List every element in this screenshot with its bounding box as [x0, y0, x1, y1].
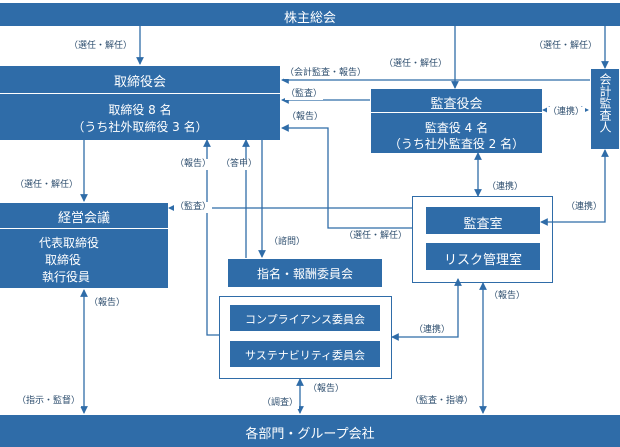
compliance-box: コンプライアンス委員会: [230, 305, 380, 331]
management-divider: [0, 228, 168, 229]
audit-office-frame: [412, 196, 553, 283]
audit-office-box: 監査室: [426, 207, 540, 234]
management-line1: 代表取締役: [38, 236, 99, 250]
accounting-auditor-text: 会計監査人: [598, 73, 612, 133]
sustainability-label: サステナビリティ委員会: [244, 349, 366, 362]
shareholders-label: 株主総会: [283, 11, 336, 26]
board-divider: [0, 93, 280, 94]
compliance-label: コンプライアンス委員会: [244, 313, 365, 326]
label-audit-guidance: （監査・指導）: [409, 396, 475, 407]
management-title: 経営会議: [57, 211, 110, 226]
label-coop-committee: （連携）: [413, 325, 452, 336]
label-elect-office: （選任・解任）: [343, 231, 409, 242]
label-elect-audit: （選任・解任）: [383, 59, 449, 70]
nomination-label: 指名・報酬委員会: [256, 267, 353, 281]
accounting-auditor-label: 会計監査人: [591, 73, 619, 136]
audit-board-members: 監査役 4 名: [424, 121, 489, 135]
management-line2: 取締役: [44, 253, 81, 267]
label-consult-reply: （答申）: [220, 159, 259, 170]
board-members: 取締役 8 名: [108, 103, 172, 117]
audit-board-box: 監査役会: [371, 89, 542, 112]
label-coop-acct-office: （連携）: [565, 202, 604, 213]
board-detail-box: 取締役 8 名 （うち社外取締役 3 名）: [0, 94, 280, 140]
label-audit-mgmt: （監査）: [174, 202, 213, 213]
board-title: 取締役会: [113, 75, 166, 90]
label-coop-acct: （連携）: [547, 107, 586, 118]
edge-coop-committee: [391, 278, 462, 341]
audit-board-title: 監査役会: [430, 97, 483, 112]
accounting-auditor-box: 会計監査人: [591, 69, 619, 149]
label-report-audit-board: （報告）: [286, 112, 325, 123]
risk-office-label: リスク管理室: [443, 253, 522, 268]
label-report-office: （報告）: [488, 291, 527, 302]
audit-board-outside: （うち社外監査役 2 名）: [388, 137, 525, 151]
edge-report-audit-board: [281, 124, 412, 229]
board-outside: （うち社外取締役 3 名）: [72, 120, 208, 134]
label-report-mgmt: （報告）: [88, 298, 127, 309]
label-investigate: （調査）: [261, 398, 300, 409]
sustainability-box: サステナビリティ委員会: [230, 341, 380, 367]
departments-box: 各部門・グループ会社: [0, 415, 620, 447]
shareholders-box: 株主総会: [0, 3, 620, 26]
management-line3: 執行役員: [41, 270, 90, 284]
departments-label: 各部門・グループ会社: [245, 427, 375, 442]
edge-coop-acct-office: [540, 149, 609, 226]
label-audit: （監査）: [285, 89, 324, 100]
committees-frame: [219, 296, 392, 379]
audit-office-label: 監査室: [463, 217, 503, 232]
label-report-dept: （報告）: [307, 384, 346, 395]
label-elect-acct: （選任・解任）: [533, 41, 599, 52]
label-report-to-board: （報告）: [174, 159, 213, 170]
audit-board-detail-box: 監査役 4 名 （うち社外監査役 2 名）: [371, 113, 542, 153]
management-box: 経営会議 代表取締役 取締役 執行役員: [0, 203, 168, 288]
label-acct-audit-report: （会計監査・報告）: [284, 68, 368, 79]
label-elect-mgmt: （選任・解任）: [14, 180, 80, 191]
risk-office-box: リスク管理室: [426, 243, 540, 270]
label-consult: （諮問）: [268, 237, 307, 248]
label-coop-office: （連携）: [486, 182, 525, 193]
label-elect-board: （選任・解任）: [68, 41, 134, 52]
nomination-box: 指名・報酬委員会: [228, 259, 382, 287]
label-instruct: （指示・監督）: [16, 396, 82, 407]
